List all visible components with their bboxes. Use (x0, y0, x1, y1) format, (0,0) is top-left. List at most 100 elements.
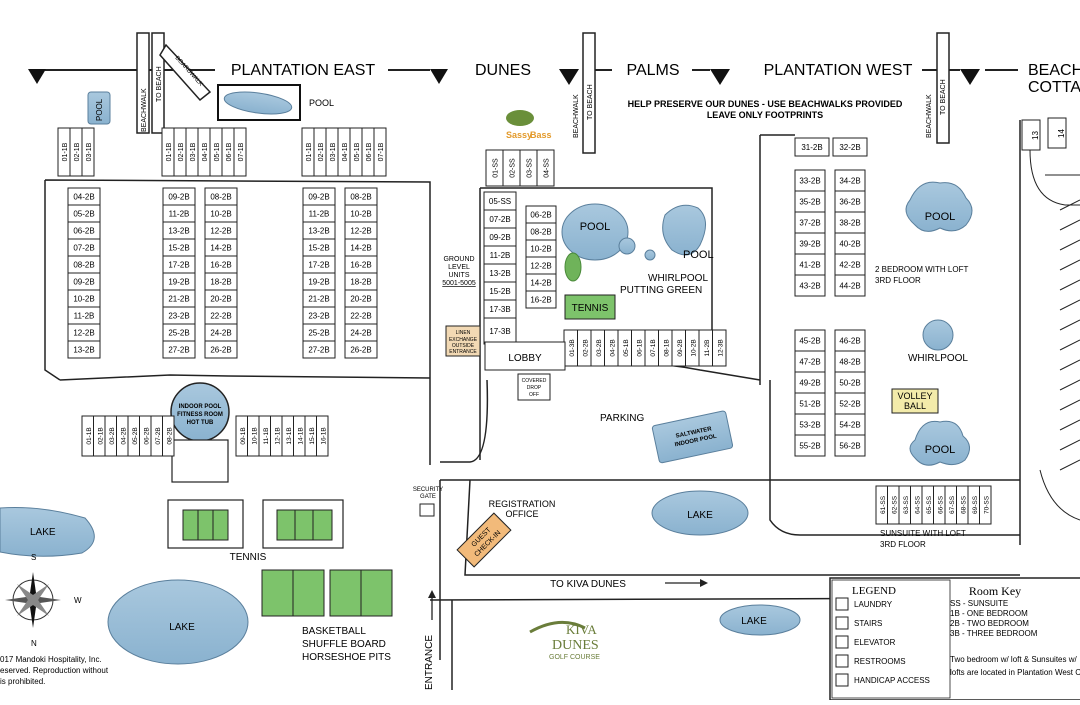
unit-dunes_right-3: 12-2B (525, 256, 557, 275)
unit-pe_bottom-13: 14-1B (293, 415, 306, 457)
unit-pe_c_left-2: 13-2B (302, 221, 336, 240)
unit-label: 64-SS (914, 495, 921, 514)
legend-item-elevator: ELEVATOR (835, 635, 896, 649)
unit-label: 22-2B (350, 312, 371, 321)
unit-label: 05-2B (73, 210, 94, 219)
unit-pw_right_b-2: 50-2B (834, 371, 866, 394)
unit-pe_b_left-5: 19-2B (162, 272, 196, 291)
unit-label: 70-SS (983, 495, 990, 514)
unit-pe_bottom-11: 12-1B (270, 415, 283, 457)
unit-pe_c_right-1: 10-2B (344, 204, 378, 223)
unit-pe_c_top-0: 01-1B (301, 127, 315, 177)
unit-label: 46-2B (839, 337, 860, 346)
unit-pw_suites-9: 70-SS (979, 485, 992, 525)
unit-label: 12-2B (210, 227, 231, 236)
unit-pw_top-0: 31-2B (794, 137, 830, 157)
unit-label: 20-2B (210, 295, 231, 304)
pool-dunes (561, 203, 629, 261)
unit-label: 24-2B (210, 329, 231, 338)
svg-text:Sassy: Sassy (506, 130, 532, 140)
unit-pe_a_col-5: 09-2B (67, 272, 101, 291)
whirlpool-label-west: WHIRLPOOL (908, 353, 968, 364)
unit-dunes_left-6: 17-3B (483, 317, 517, 345)
unit-label: 36-2B (839, 198, 860, 207)
unit-pe_b_right-5: 18-2B (204, 272, 238, 291)
suite-loft-line2: 3RD FLOOR (880, 540, 926, 549)
unit-label: 01-1B (86, 427, 93, 444)
unit-pe_c_top-1: 02-1B (313, 127, 327, 177)
unit-label: 26-2B (210, 346, 231, 355)
unit-label: 06-1B (366, 142, 373, 161)
unit-label: 11-2B (309, 210, 330, 219)
unit-label: 08-2B (530, 228, 551, 237)
unit-pe_b_top-2: 03-1B (185, 127, 199, 177)
unit-pw_left_b-2: 49-2B (794, 371, 826, 394)
putting-green (564, 252, 582, 282)
unit-pe_c_top-6: 07-1B (373, 127, 387, 177)
unit-label: 45-2B (799, 337, 820, 346)
legend-item-handicap-access: HANDICAP ACCESS (835, 673, 930, 687)
unit-label: 14-2B (210, 244, 231, 253)
unit-pe_c_left-9: 27-2B (302, 340, 336, 359)
section-palms: PALMS (626, 62, 679, 79)
section-dunes: DUNES (475, 62, 531, 79)
unit-label: 12-2B (530, 262, 551, 271)
unit-pw_left_b-3: 51-2B (794, 392, 826, 415)
unit-label: 17-2B (168, 261, 189, 270)
unit-label: 47-2B (799, 358, 820, 367)
unit-label: 17-3B (489, 305, 510, 314)
unit-label: 01-1B (62, 142, 69, 161)
unit-pe_b_right-6: 20-2B (204, 289, 238, 308)
unit-pe_bottom-8: 09-1B (235, 415, 248, 457)
sassy-bass-logo: Sassy Bass (506, 110, 552, 140)
unit-label: 10-2B (350, 210, 371, 219)
unit-label: 03-1B (330, 142, 337, 161)
unit-label: 61-SS (880, 495, 887, 514)
svg-text:KIVA: KIVA (566, 622, 597, 637)
unit-label: 08-1B (663, 339, 670, 356)
unit-pw_suites-0: 61-SS (875, 485, 888, 525)
unit-label: 19-2B (308, 278, 329, 287)
unit-label: 05-1B (214, 142, 221, 161)
unit-label: 34-2B (839, 177, 860, 186)
unit-pw_left_b-5: 55-2B (794, 434, 826, 457)
unit-label: 32-2B (839, 143, 860, 152)
unit-pe_a_col-2: 06-2B (67, 221, 101, 240)
water-features (0, 84, 973, 665)
unit-pe_c_left-3: 15-2B (302, 238, 336, 257)
unit-pe_c_right-8: 24-2B (344, 323, 378, 342)
legend-item-stairs: STAIRS (835, 616, 882, 630)
pool-west-2 (909, 420, 970, 466)
pool-label-small: POOL (95, 98, 104, 121)
roads (44, 120, 1021, 690)
unit-pe_c_left-8: 25-2B (302, 323, 336, 342)
unit-pe_c_right-6: 20-2B (344, 289, 378, 308)
unit-label: 63-SS (903, 495, 910, 514)
unit-label: 12-3B (717, 339, 724, 356)
unit-label: 05-2B (132, 427, 139, 444)
legend-label: STAIRS (854, 619, 882, 628)
unit-pe_c_top-5: 06-1B (361, 127, 375, 177)
unit-palms_row-4: 05-1B (617, 329, 632, 367)
unit-pe_b_right-9: 26-2B (204, 340, 238, 359)
unit-pw_right_b-1: 48-2B (834, 350, 866, 373)
unit-label: 04-2B (609, 339, 616, 356)
unit-pe_c_top-2: 03-1B (325, 127, 339, 177)
unit-pe_b_left-9: 27-2B (162, 340, 196, 359)
compass-w: W (74, 596, 82, 605)
unit-pe_a_col-7: 11-2B (67, 306, 101, 325)
unit-label: 08-2B (166, 427, 173, 444)
unit-pw_left_a-5: 43-2B (794, 274, 826, 297)
unit-pe_c_right-3: 14-2B (344, 238, 378, 257)
linen-line1: LINEN (456, 330, 471, 336)
unit-label: 04-2B (120, 427, 127, 444)
unit-dunes_top-3: 04-SS (536, 149, 555, 187)
courts (167, 294, 616, 617)
unit-label: 07-2B (155, 427, 162, 444)
unit-pw_left_b-1: 47-2B (794, 350, 826, 373)
unit-pe_a_col-6: 10-2B (67, 289, 101, 308)
ground-line4: 5001-5005 (442, 280, 476, 287)
unit-label: 15-2B (489, 287, 510, 296)
unit-label: 44-2B (839, 282, 860, 291)
loft-west-line2: 3RD FLOOR (875, 276, 921, 285)
